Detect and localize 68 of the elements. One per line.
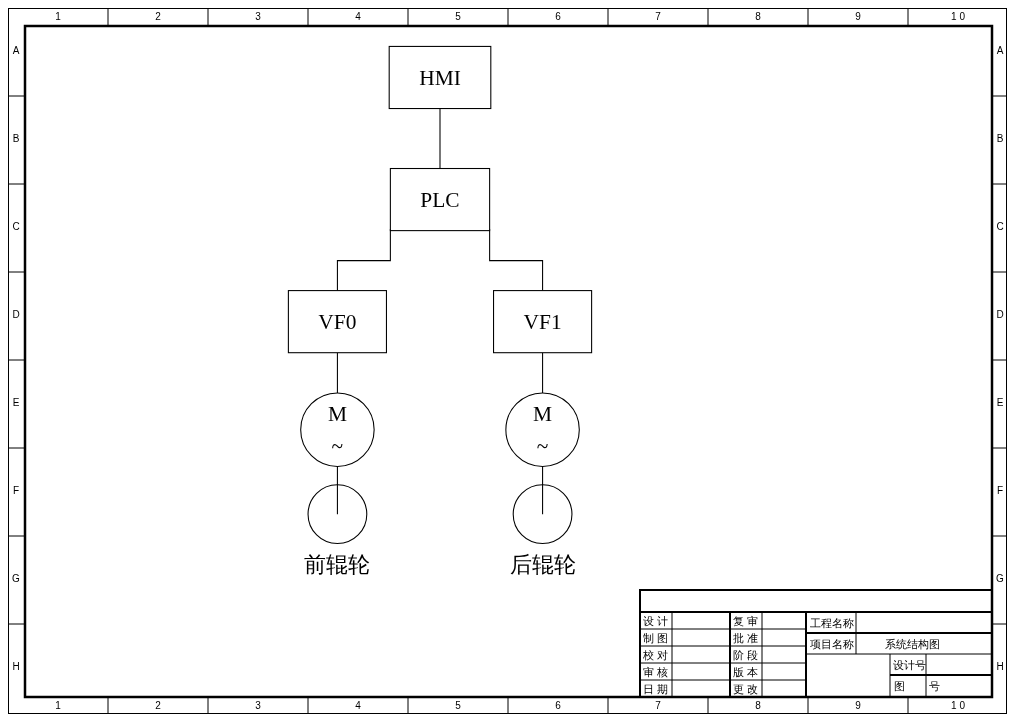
connector-line [489,228,544,292]
title-block-text: 工程名称 [810,616,854,629]
grid-letter: D [12,309,20,321]
grid-letter: C [996,221,1004,233]
connector-line [439,108,441,170]
title-block-text: 制 图 [643,631,669,644]
grid-letter: H [12,661,20,673]
grid-number: 3 [255,700,261,712]
grid-number: 9 [855,700,861,712]
grid-number: 3 [255,11,261,23]
connector-line [336,228,391,292]
grid-number: 4 [355,11,361,23]
grid-number: 2 [155,700,161,712]
roller-circle [512,484,573,545]
title-block-text: 设计号 [893,658,926,671]
grid-letter: B [12,133,20,145]
drive-box: VF1 [493,290,593,354]
grid-number: 9 [855,11,861,23]
title-block-text: 设 计 [643,614,669,627]
title-block-text: 日 期 [643,682,669,695]
process-box: PLC [389,167,491,232]
title-block-text: 批 准 [733,631,759,644]
title-block-text: 审 核 [643,665,669,678]
grid-letter: E [996,397,1004,409]
node-caption: 后辊轮 [509,551,576,578]
grid-letter: A [996,45,1004,57]
grid-number: 4 [355,700,361,712]
grid-number: 7 [655,700,661,712]
title-block-text: 版 本 [733,665,759,678]
connector-line [542,352,544,394]
grid-number: 1 [55,11,61,23]
motor-symbol: M ~ [505,392,580,467]
grid-letter: D [996,309,1004,321]
grid-letter: H [996,661,1004,673]
grid-number: 8 [755,700,761,712]
title-block-text: 复 审 [733,614,759,627]
grid-letter: A [12,45,20,57]
connector-line [542,465,544,515]
title-block-text: 项目名称 [810,637,854,650]
grid-letter: B [996,133,1004,145]
grid-number: 7 [655,11,661,23]
grid-number: 1 [55,700,61,712]
grid-letter: E [12,397,20,409]
connector-line [336,352,338,394]
roller-circle [307,484,368,545]
title-block-text: 校 对 [643,648,669,661]
grid-number: 5 [455,700,461,712]
title-block-text: 系统结构图 [885,637,940,650]
process-box: HMI [388,45,492,110]
grid-number: 6 [555,11,561,23]
grid-letter: C [12,221,20,233]
grid-number: 8 [755,11,761,23]
grid-letter: G [996,573,1004,585]
title-block-text: 阶 段 [733,648,759,661]
grid-letter: F [996,485,1004,497]
grid-number: 1 0 [951,11,965,23]
grid-letter: F [12,485,20,497]
grid-number: 2 [155,11,161,23]
grid-number: 6 [555,700,561,712]
node-caption: 前辊轮 [304,551,371,578]
title-block-text: 更 改 [733,682,759,695]
drive-box: VF0 [287,290,387,354]
title-block-text: 图 号 [894,679,941,693]
connector-line [336,465,338,515]
motor-symbol: M ~ [300,392,375,467]
grid-letter: G [12,573,20,585]
grid-number: 1 0 [951,700,965,712]
grid-number: 5 [455,11,461,23]
